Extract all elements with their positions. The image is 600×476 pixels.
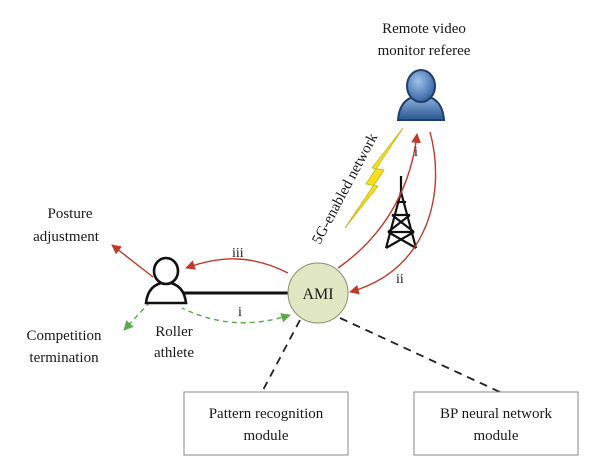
connector-bp-module [339, 317, 501, 393]
edge-label-ami-to-athlete: iii [232, 246, 244, 261]
athlete-label-line2: athlete [154, 345, 194, 361]
athlete-label-line1: Roller [155, 324, 193, 340]
edge-label-athlete-to-ami: i [238, 305, 242, 320]
pattern-module-line1: Pattern recognition [209, 406, 324, 422]
bp-neural-network-module-box: BP neural network module [413, 391, 579, 456]
arrow-ami-to-athlete [185, 258, 289, 274]
ami-node [287, 262, 349, 324]
posture-label-line2: adjustment [33, 229, 100, 245]
pattern-recognition-module-box: Pattern recognition module [183, 391, 349, 456]
edge-label-ami-to-referee: i [414, 145, 418, 160]
edge-label-tower-to-ami: ii [396, 272, 404, 287]
termination-label-line2: termination [29, 350, 99, 366]
referee-label-line1: Remote video [382, 21, 466, 37]
referee-label-line2: monitor referee [378, 43, 471, 59]
bp-module-line2: module [474, 428, 519, 444]
connector-pattern-module [261, 319, 301, 393]
arrow-ami-to-referee [337, 133, 421, 269]
ami-label: AMI [302, 286, 333, 303]
bp-module-line1: BP neural network [440, 406, 552, 422]
lightning-icon [344, 127, 404, 229]
athlete-person-icon [144, 256, 188, 305]
network-label: 5G-enabled network [309, 130, 381, 246]
arrow-to-termination [123, 301, 151, 331]
posture-label-line1: Posture [48, 206, 93, 222]
arrow-athlete-to-ami [181, 307, 291, 324]
cell-tower-icon [384, 176, 418, 249]
termination-label-line1: Competition [27, 328, 103, 344]
pattern-module-line2: module [244, 428, 289, 444]
referee-person-icon [396, 69, 446, 121]
arrow-referee-to-ami [349, 131, 437, 295]
arrow-to-posture [111, 244, 154, 278]
